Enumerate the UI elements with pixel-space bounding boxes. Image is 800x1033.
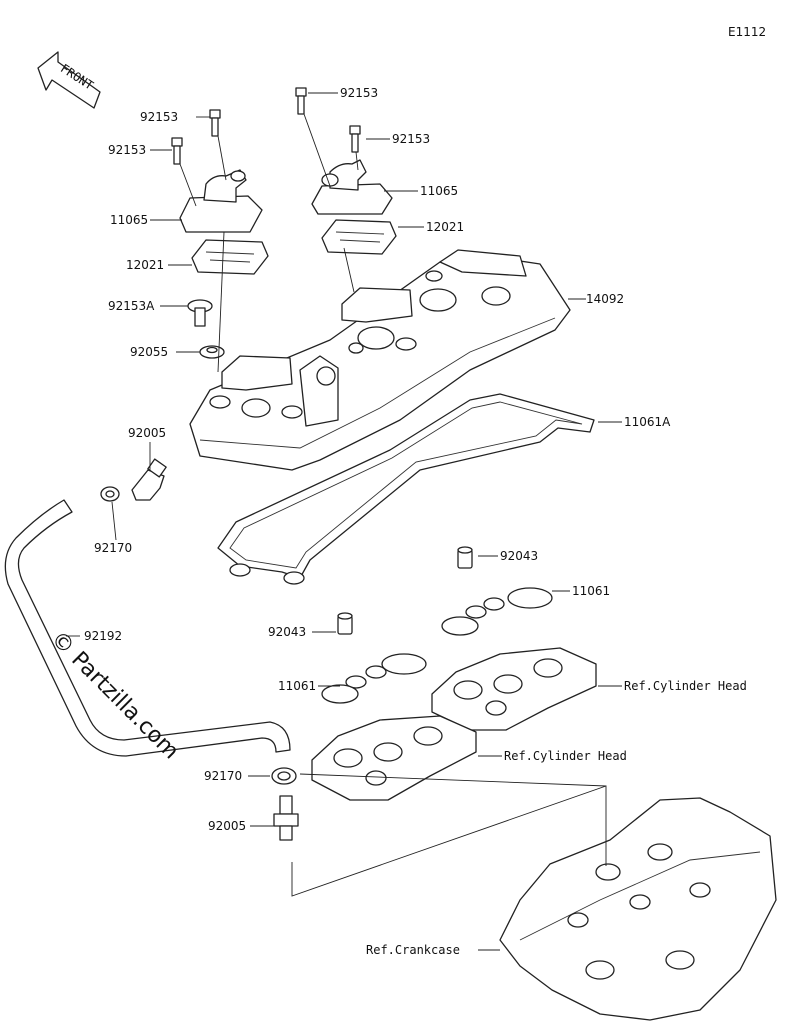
label-ref-cylinder-head-left: Ref.Cylinder Head — [504, 749, 627, 763]
label-14092[interactable]: 14092 — [586, 292, 624, 306]
label-92170-upper[interactable]: 92170 — [94, 541, 132, 555]
label-92153-left-b[interactable]: 92153 — [108, 143, 146, 157]
label-92153-top[interactable]: 92153 — [340, 86, 378, 100]
label-12021-right[interactable]: 12021 — [426, 220, 464, 234]
label-11065-right[interactable]: 11065 — [420, 184, 458, 198]
label-12021-left[interactable]: 12021 — [126, 258, 164, 272]
label-92005-upper[interactable]: 92005 — [128, 426, 166, 440]
front-arrow-icon: FRONT — [37, 51, 101, 109]
label-92153-left-a[interactable]: 92153 — [140, 110, 178, 124]
label-11065-left[interactable]: 11065 — [110, 213, 148, 227]
label-92192[interactable]: 92192 — [84, 629, 122, 643]
plug-hole-gasket-11061-right[interactable] — [441, 587, 553, 636]
label-92153A[interactable]: 92153A — [108, 299, 155, 313]
label-ref-crankcase: Ref.Crankcase — [366, 943, 460, 957]
plug-hole-gasket-11061-left[interactable] — [321, 653, 427, 704]
diagram-code: E1112 — [728, 25, 766, 39]
bolt-92153A[interactable] — [187, 299, 213, 327]
label-ref-cylinder-head-right: Ref.Cylinder Head — [624, 679, 747, 693]
reed-valve-12021-right[interactable] — [321, 219, 397, 255]
fitting-92005-lower[interactable] — [273, 795, 299, 841]
bolt-92153-top[interactable] — [295, 87, 307, 115]
cylinder-head-cover-14092[interactable] — [189, 249, 571, 471]
label-92055[interactable]: 92055 — [130, 345, 168, 359]
bolt-92153-right[interactable] — [349, 125, 361, 153]
clamp-92170-upper[interactable] — [100, 486, 120, 502]
dowel-pin-92043-right[interactable] — [457, 546, 473, 569]
crankcase-ref — [499, 797, 777, 1021]
dowel-pin-92043-left[interactable] — [337, 612, 353, 635]
label-11061-left[interactable]: 11061 — [278, 679, 316, 693]
leader-lines — [66, 92, 622, 951]
label-92043-left[interactable]: 92043 — [268, 625, 306, 639]
part-labels: 92153 92153 92153 92153 11065 11065 1202… — [84, 86, 747, 957]
breather-hose-92192[interactable] — [4, 499, 291, 757]
fitting-92005-upper[interactable] — [131, 458, 167, 501]
clamp-92170-lower[interactable] — [271, 767, 297, 785]
cylinder-head-ref-left — [311, 715, 477, 801]
label-11061A[interactable]: 11061A — [624, 415, 671, 429]
bolt-92153-left-b[interactable] — [171, 137, 183, 165]
label-92043-right[interactable]: 92043 — [500, 549, 538, 563]
cylinder-head-ref-right — [431, 647, 597, 731]
label-11061-right[interactable]: 11061 — [572, 584, 610, 598]
head-cover-gasket-11061A[interactable] — [217, 393, 595, 585]
label-92153-right[interactable]: 92153 — [392, 132, 430, 146]
washer-92055[interactable] — [199, 345, 225, 359]
bolt-92153-left-a[interactable] — [209, 109, 221, 137]
reed-valve-12021-left[interactable] — [191, 239, 269, 275]
label-92005-lower[interactable]: 92005 — [208, 819, 246, 833]
reed-valve-cover-11065-left[interactable] — [179, 169, 263, 233]
label-92170-lower[interactable]: 92170 — [204, 769, 242, 783]
